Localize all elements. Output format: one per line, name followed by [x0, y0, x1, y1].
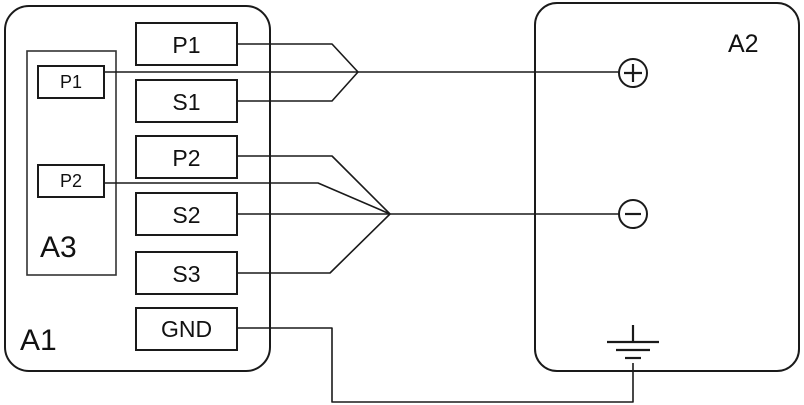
wire-a1-p2 — [237, 155, 391, 215]
wire-a1-s1 — [237, 71, 359, 102]
terminal-label: S2 — [172, 202, 200, 228]
terminal-label: P2 — [60, 171, 82, 191]
terminal-label: P2 — [172, 145, 200, 171]
terminal-label: S3 — [172, 261, 200, 287]
unit-a2-enclosure — [534, 2, 800, 372]
wire-a1-p1 — [237, 43, 359, 73]
terminal-label: S1 — [172, 89, 200, 115]
terminal-label: P1 — [172, 32, 200, 58]
plus-terminal — [618, 58, 648, 88]
terminal-a1-p2: P2 — [135, 135, 238, 179]
wire-a1-s3 — [237, 213, 391, 274]
terminal-label: GND — [161, 316, 212, 342]
unit-a3-label: A3 — [40, 231, 77, 264]
a1-terminal-block: P1 S1 P2 S2 S3 GND — [135, 22, 238, 351]
terminal-a1-s3: S3 — [135, 251, 238, 295]
wire-gnd — [237, 327, 634, 403]
wires — [104, 43, 634, 403]
terminal-label: P1 — [60, 72, 82, 92]
terminal-a1-s2: S2 — [135, 192, 238, 236]
wire-a3-p2 — [104, 182, 391, 215]
terminal-a1-p1: P1 — [135, 22, 238, 66]
minus-terminal — [618, 199, 648, 229]
terminal-a3-p1: P1 — [37, 65, 105, 99]
unit-a1-label: A1 — [20, 324, 57, 357]
a3-terminal-block: P1 P2 — [37, 65, 105, 198]
terminal-a3-p2: P2 — [37, 164, 105, 198]
terminal-a1-s1: S1 — [135, 79, 238, 123]
terminal-a1-gnd: GND — [135, 307, 238, 351]
ground-icon — [607, 325, 659, 360]
unit-a2-label: A2 — [728, 30, 759, 58]
unit-a2: A2 — [534, 2, 800, 372]
